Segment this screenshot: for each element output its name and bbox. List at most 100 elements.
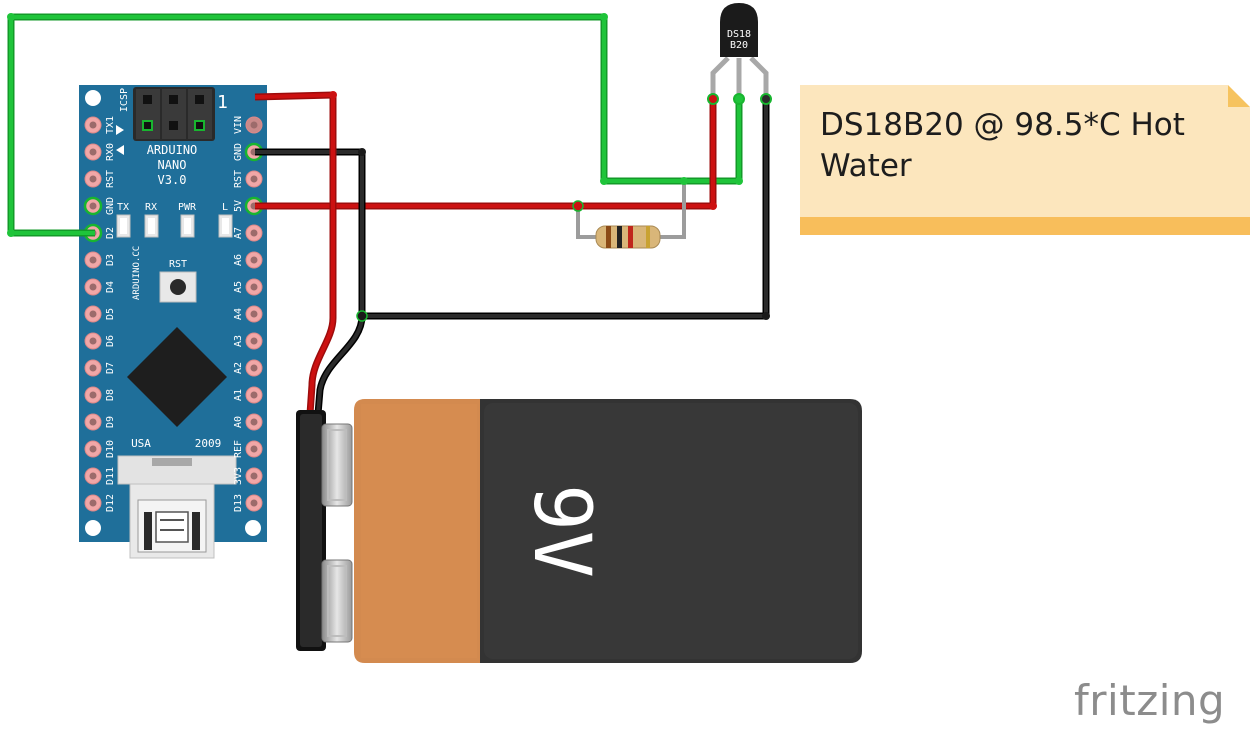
pin-label: A1	[233, 389, 244, 401]
wire-battery-negative[interactable]	[314, 315, 366, 415]
sensor-body	[720, 3, 758, 57]
led-label-l: L	[222, 202, 228, 213]
battery-label: 9V	[516, 484, 606, 578]
pin-right-a2[interactable]: A2	[233, 359, 263, 377]
mounting-hole	[85, 90, 101, 106]
pullup-resistor[interactable]	[595, 225, 661, 249]
icsp-header	[133, 87, 215, 141]
pin-right-a3[interactable]: A3	[233, 332, 263, 350]
tx-arrow-icon	[116, 125, 124, 135]
wires	[7, 13, 770, 415]
svg-text:NANO: NANO	[158, 158, 187, 172]
pin-label: 5V	[233, 200, 244, 212]
pin-right-rst[interactable]: RST	[233, 170, 263, 188]
pin-label: A5	[233, 281, 244, 293]
pin-label: RST	[105, 170, 116, 188]
pin-label: D6	[105, 335, 116, 347]
microcontroller-chip	[127, 327, 227, 427]
pin-label: A7	[233, 227, 244, 239]
pin-label: D2	[105, 227, 116, 239]
led-label-pwr: PWR	[178, 202, 197, 213]
pin-label: D13	[233, 494, 244, 512]
sensor-pin-vdd	[707, 93, 719, 105]
pin-label: RX0	[105, 143, 116, 161]
pin-label: GND	[105, 197, 116, 215]
pin-left-rx0[interactable]: RX0	[84, 143, 116, 161]
sensor-label-line2: B20	[730, 40, 748, 51]
origin-label: USA	[131, 437, 151, 450]
pin-label: TX1	[105, 116, 116, 134]
reset-label: RST	[169, 259, 187, 270]
pin-right-vin[interactable]: VIN	[233, 116, 263, 134]
pin-left-d7[interactable]: D7	[84, 359, 116, 377]
pin-left-d6[interactable]: D6	[84, 332, 116, 350]
pin-left-tx1[interactable]: TX1	[84, 116, 116, 134]
reset-button-cap[interactable]	[170, 279, 186, 295]
note-band	[800, 217, 1250, 235]
resistor-lead-right	[658, 181, 686, 239]
pin-label: A0	[233, 416, 244, 428]
mini-usb-connector[interactable]	[117, 455, 237, 559]
pin-label: D3	[105, 254, 116, 266]
svg-text:ARDUINO: ARDUINO	[147, 143, 198, 157]
pin-label: D5	[105, 308, 116, 320]
website-label: ARDUINO.CC	[132, 246, 142, 300]
pin-left-d8[interactable]: D8	[84, 386, 116, 404]
board-name: ARDUINO NANO V3.0	[147, 143, 198, 187]
svg-text:V3.0: V3.0	[158, 173, 187, 187]
year-label: 2009	[195, 437, 222, 450]
pin-label: A2	[233, 362, 244, 374]
pin-right-a7[interactable]: A7	[233, 224, 263, 242]
fritzing-watermark: fritzing	[1074, 676, 1226, 725]
status-leds: TX RX PWR L	[116, 202, 233, 238]
pin-label: D12	[105, 494, 116, 512]
pin-left-d5[interactable]: D5	[84, 305, 116, 323]
pin-left-d11[interactable]: D11	[84, 467, 116, 485]
arduino-nano-board: ICSP 1 ARDUINO NANO V3.0 TX RX PWR L RST	[79, 85, 267, 559]
led-label-tx: TX	[117, 202, 129, 213]
sensor-pin-dq	[733, 93, 745, 105]
pin-label: D4	[105, 281, 116, 293]
pin-label: D7	[105, 362, 116, 374]
pin-label: D10	[105, 440, 116, 458]
pin-label: D9	[105, 416, 116, 428]
pin-left-gnd[interactable]: GND	[83, 196, 116, 216]
pin-left-d10[interactable]: D10	[84, 440, 116, 458]
pin-label: D8	[105, 389, 116, 401]
mounting-hole	[245, 520, 261, 536]
pin-label: D11	[105, 467, 116, 485]
pin-right-3v3[interactable]: 3V3	[233, 467, 263, 485]
icsp-label: ICSP	[119, 88, 130, 112]
pin-right-a1[interactable]: A1	[233, 386, 263, 404]
battery-9v[interactable]: 9V	[296, 399, 862, 663]
pin-left-d3[interactable]: D3	[84, 251, 116, 269]
sensor-label-line1: DS18	[727, 29, 751, 40]
mounting-hole	[85, 520, 101, 536]
sensor-pin-gnd	[760, 93, 772, 105]
pin-right-ref[interactable]: REF	[233, 440, 263, 458]
note-text: DS18B20 @ 98.5*C Hot Water	[820, 107, 1185, 184]
pin-left-d4[interactable]: D4	[84, 278, 116, 296]
pin-right-d13[interactable]: D13	[233, 494, 263, 512]
pin-label: A6	[233, 254, 244, 266]
pin-right-a4[interactable]: A4	[233, 305, 263, 323]
rx-arrow-icon	[116, 145, 124, 155]
pin-left-d12[interactable]: D12	[84, 494, 116, 512]
pin1-marker: 1	[217, 92, 228, 113]
battery-terminal-top	[321, 423, 353, 507]
pin-left-rst[interactable]: RST	[84, 170, 116, 188]
pin-label: RST	[233, 170, 244, 188]
pin-right-a5[interactable]: A5	[233, 278, 263, 296]
pin-right-a0[interactable]: A0	[233, 413, 263, 431]
pin-left-d9[interactable]: D9	[84, 413, 116, 431]
battery-terminal-bottom	[321, 559, 353, 643]
note-corner-fold	[1228, 85, 1250, 107]
ds18b20-sensor[interactable]: DS18 B20	[707, 3, 772, 105]
pin-label: REF	[233, 440, 244, 458]
pin-label: 3V3	[233, 467, 244, 485]
sticky-note[interactable]: DS18B20 @ 98.5*C Hot Water	[800, 85, 1250, 235]
pin-right-a6[interactable]: A6	[233, 251, 263, 269]
